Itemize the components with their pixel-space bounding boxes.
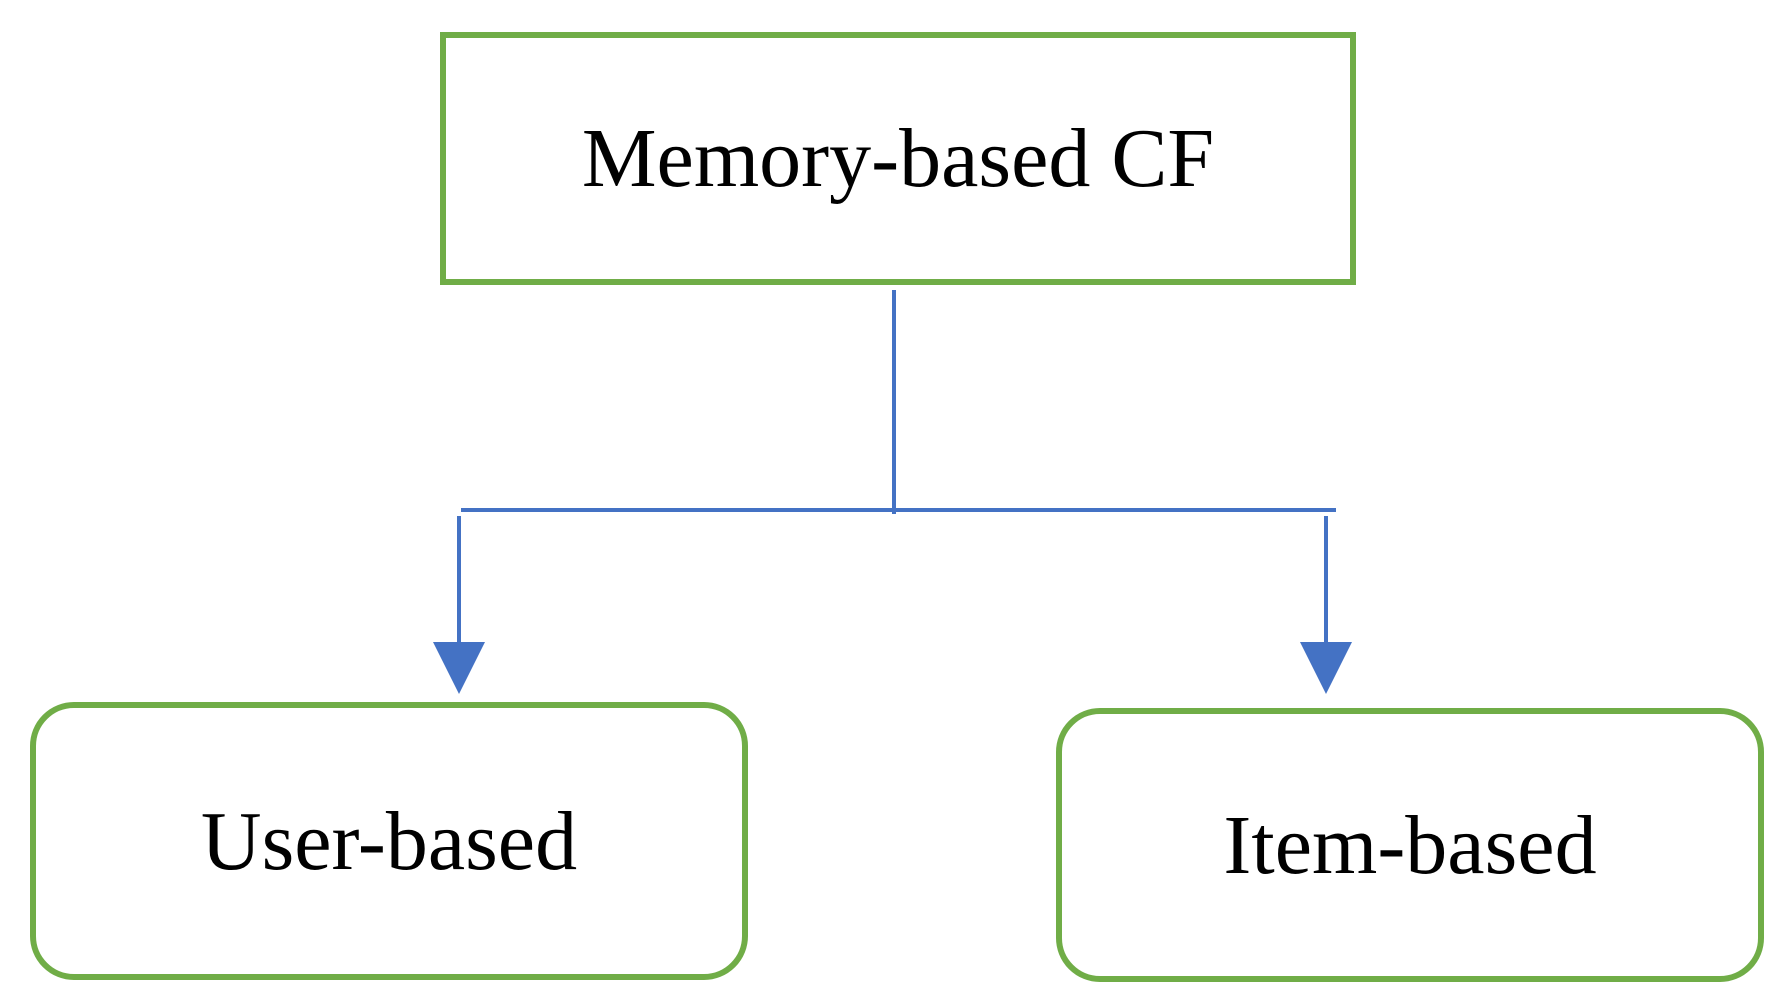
child-node-user-based: User-based [30,702,748,980]
left-arrowhead-icon [433,642,485,694]
child-node-item-based: Item-based [1056,708,1764,982]
root-node-label: Memory-based CF [581,112,1215,205]
root-node-memory-based-cf: Memory-based CF [440,32,1356,285]
right-arrowhead-icon [1300,642,1352,694]
user-based-label: User-based [200,794,578,888]
item-based-label: Item-based [1223,798,1597,892]
